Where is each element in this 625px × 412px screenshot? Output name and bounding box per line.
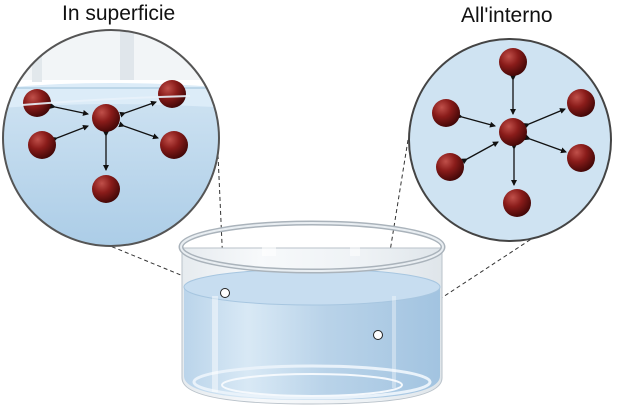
- molecule: [158, 80, 186, 108]
- molecule: [28, 131, 56, 159]
- interior-marker: [373, 330, 383, 340]
- molecule: [92, 175, 120, 203]
- surface-label: In superficie: [62, 2, 176, 25]
- interior-magnifier: [408, 38, 612, 242]
- molecule: [436, 153, 464, 181]
- molecule: [160, 131, 188, 159]
- molecule: [567, 89, 595, 117]
- molecule: [499, 48, 527, 76]
- surface-magnifier: [2, 29, 220, 247]
- beaker: [178, 220, 446, 405]
- surface-marker: [220, 288, 230, 298]
- molecule: [567, 144, 595, 172]
- molecule: [92, 104, 120, 132]
- interior-label: All'interno: [461, 4, 553, 27]
- molecule: [432, 99, 460, 127]
- molecule: [503, 189, 531, 217]
- molecule: [499, 118, 527, 146]
